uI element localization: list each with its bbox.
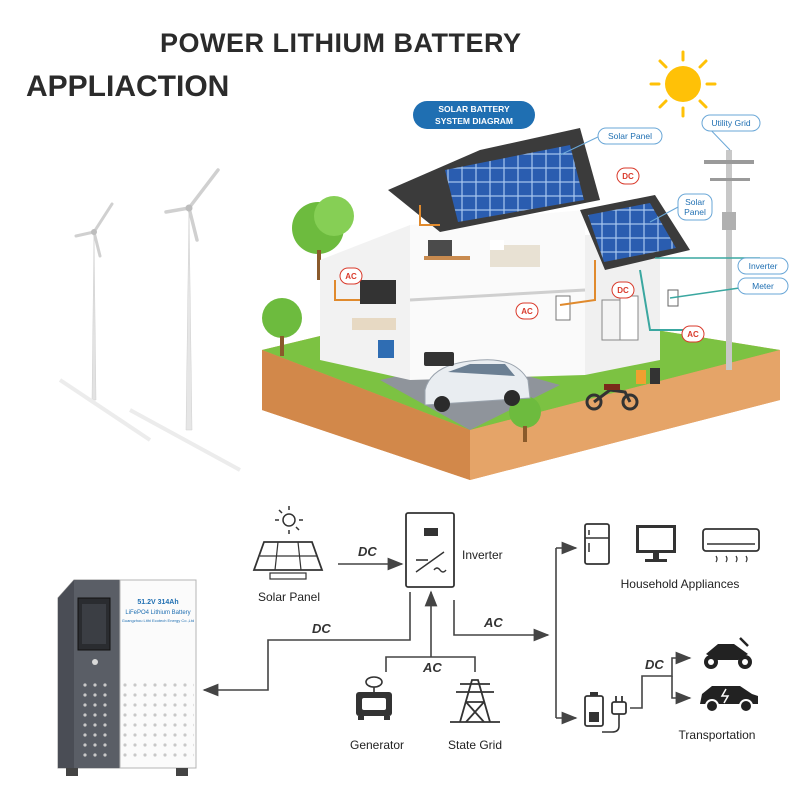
banner-line-1: SOLAR BATTERY (438, 104, 510, 114)
utility-pole-icon (704, 150, 754, 370)
system-diagram-banner: SOLAR BATTERY SYSTEM DIAGRAM (413, 101, 535, 129)
svg-text:Panel: Panel (684, 207, 706, 217)
sun-icon (649, 50, 717, 118)
label-dc-solar: DC (358, 544, 377, 559)
badge-ac: AC (681, 325, 705, 343)
svg-text:Meter: Meter (752, 281, 774, 291)
charging-plug-icon (602, 696, 627, 733)
svg-text:Inverter: Inverter (749, 261, 778, 271)
arrow-inverter-to-loads (453, 600, 550, 642)
badge-ac: AC (339, 267, 363, 285)
callout-meter: Meter (737, 277, 789, 295)
motorcycle-icon (585, 384, 639, 411)
svg-text:AC: AC (521, 307, 533, 316)
car-icon (700, 686, 758, 713)
svg-text:Solar Panel: Solar Panel (608, 131, 652, 141)
svg-text:Utility Grid: Utility Grid (711, 118, 750, 128)
label-ac-inverter: AC (483, 615, 503, 630)
battery-charge-icon (584, 692, 604, 727)
badge-dc: DC (611, 281, 635, 299)
generator-icon (356, 676, 392, 720)
badge-ac: AC (515, 302, 539, 320)
svg-text:DC: DC (622, 172, 634, 181)
title-application: APPLIACTION (26, 70, 230, 103)
power-tower-icon (450, 679, 500, 723)
callout-utility-grid: Utility Grid (701, 114, 761, 132)
callout-solar-panel: Solar Panel (597, 127, 663, 145)
monitor-icon (636, 525, 676, 562)
electric-car-icon (424, 359, 531, 412)
banner-line-2: SYSTEM DIAGRAM (435, 116, 513, 126)
svg-text:DC: DC (617, 286, 629, 295)
air-conditioner-icon (702, 528, 760, 563)
title-power-lithium-battery: POWER LITHIUM BATTERY (160, 28, 522, 58)
arrow-to-motorcycle (630, 651, 692, 709)
refrigerator-icon (584, 523, 610, 565)
label-household-appliances: Household Appliances (621, 577, 740, 591)
battery-label-voltage: 51.2V 314Ah (137, 599, 178, 606)
arrow-to-car (671, 676, 692, 705)
wind-turbine-icon (58, 202, 152, 442)
svg-text:AC: AC (345, 272, 357, 281)
arrow-inverter-to-battery (202, 592, 411, 697)
solar-panel-icon (252, 506, 324, 580)
label-dc-transport: DC (645, 657, 664, 672)
label-generator: Generator (350, 738, 404, 752)
badge-dc: DC (616, 167, 640, 185)
wind-turbine-icon (129, 168, 241, 472)
label-ac-grid: AC (422, 660, 442, 675)
motorcycle-icon (704, 637, 752, 669)
battery-label-chemistry: LiFePO4 Lithium Battery (125, 610, 190, 616)
lithium-battery-unit: 51.2V 314Ah LiFePO4 Lithium Battery Guan… (57, 579, 197, 776)
solar-house-illustration (262, 122, 780, 480)
svg-text:AC: AC (687, 330, 699, 339)
label-solar-panel: Solar Panel (258, 590, 320, 604)
battery-label-maker: Guangzhou Lithi Ecotech Energy Co.,Ltd (122, 618, 195, 623)
label-inverter: Inverter (462, 548, 503, 562)
callout-solar-panel-right: Solar Panel (677, 193, 713, 221)
label-dc-battery: DC (312, 621, 331, 636)
svg-text:Solar: Solar (685, 197, 705, 207)
callout-inverter: Inverter (737, 257, 789, 275)
label-state-grid: State Grid (448, 738, 502, 752)
label-transportation: Transportation (679, 728, 756, 742)
inverter-icon (405, 512, 455, 588)
